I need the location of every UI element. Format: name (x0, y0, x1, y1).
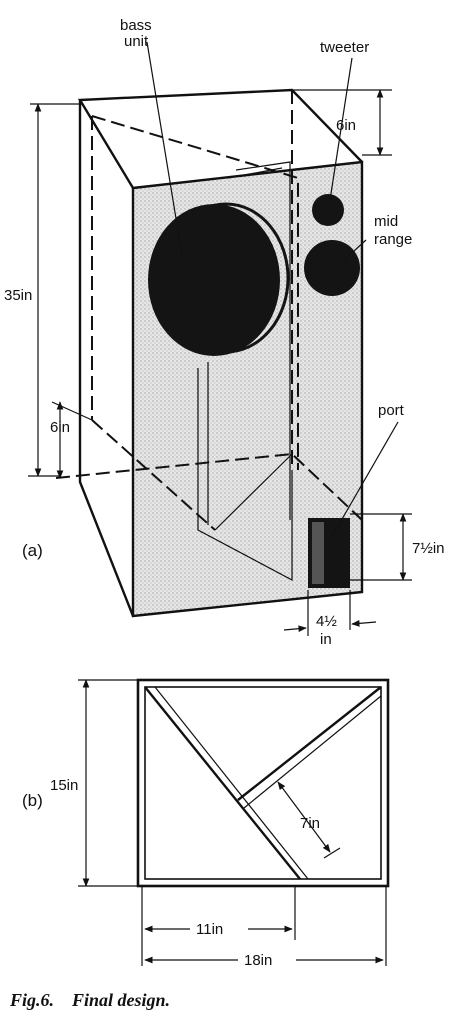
tweeter-label: tweeter (320, 39, 369, 56)
figure-a-label: (a) (22, 541, 43, 560)
tweeter-leader (329, 57, 353, 201)
dim-port-height-label: 7½in (412, 540, 445, 557)
mid-range-leader (341, 239, 367, 263)
hidden-floor (55, 452, 363, 521)
dim-partial-width-label: 11in (196, 921, 223, 938)
dim-panel-line (277, 781, 331, 853)
inner-partition (197, 368, 293, 581)
hidden-baffle-top (91, 115, 299, 470)
cabinet-left-edge (78, 100, 135, 617)
dim-depth-label: 15in (50, 777, 78, 794)
figure-caption: Fig.6. Final design. (10, 990, 188, 1011)
dim-port-width-label-2: in (320, 631, 332, 648)
bass-unit-label: bass (120, 17, 152, 34)
plan-side-panel-inner (243, 695, 382, 809)
port-inner (312, 522, 324, 584)
bass-unit-speaker (148, 204, 280, 356)
dim-bottom-label: 6in (50, 419, 70, 436)
bass-unit-rim (162, 202, 290, 354)
port-label: port (378, 402, 405, 419)
plan-diagonal-baffle (144, 686, 301, 880)
dim-bottom-ext (51, 401, 93, 421)
baffle-board-edge (227, 167, 283, 179)
plan-inner-wall (144, 686, 382, 880)
tweeter-speaker (312, 194, 344, 226)
caption-number: Fig.6. (10, 990, 55, 1010)
plan-diagonal-baffle-inner (154, 686, 309, 880)
mid-range-label-2: range (374, 231, 412, 248)
port-leader (329, 421, 399, 541)
bass-unit-leader (146, 41, 183, 256)
dim-port-width-arrow-left (283, 625, 307, 633)
caption-text: Final design. (72, 990, 171, 1010)
dim-width-label: 18in (244, 952, 272, 969)
hidden-floor-2 (91, 419, 216, 531)
baffle-board (235, 161, 291, 520)
plan-outer-wall (136, 678, 390, 888)
dim-port-width-arrow-right (351, 620, 377, 627)
cabinet-top-edge (77, 88, 363, 189)
mid-range-label: mid (374, 213, 398, 230)
bass-unit-label-2: unit (124, 33, 149, 50)
dim-top-label: 6in (336, 117, 356, 134)
dim-panel-ext (323, 847, 341, 859)
dim-panel-label: 7in (300, 815, 320, 832)
plan-side-panel (237, 686, 382, 801)
dim-height-label: 35in (4, 287, 32, 304)
cabinet-isometric-view: bass unit tweeter mid range port 35in 6i… (4, 17, 445, 648)
cabinet-plan-view: 15in 7in 11in 18in (b) (22, 678, 390, 969)
floor-diagonal (214, 453, 293, 531)
dim-port-width-label: 4½ (316, 613, 337, 630)
mid-range-speaker (304, 240, 360, 296)
figure-b-label: (b) (22, 791, 43, 810)
